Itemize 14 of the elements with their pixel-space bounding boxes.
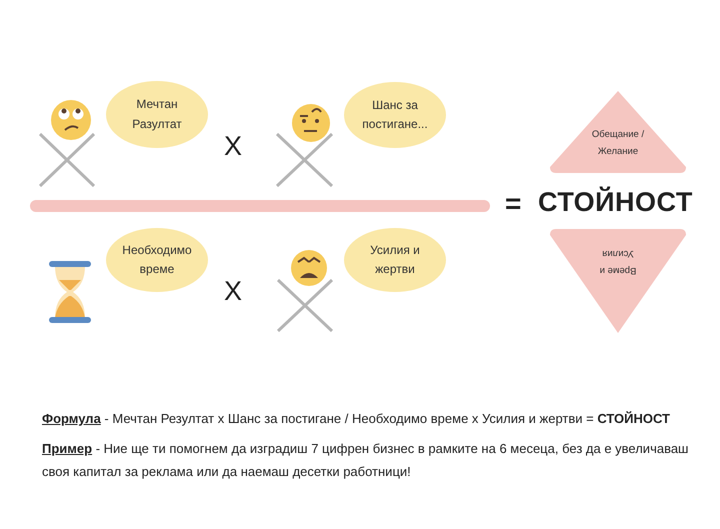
triangle <box>550 91 686 173</box>
formula-text: Формула - Мечтан Резултат х Шанс за постигане / Необходимо време х Усилия и жертви = СТОЙНОСТ <box>42 410 672 428</box>
inverted-triangle <box>550 229 686 333</box>
speech-ellipse: Необходимо време <box>106 228 208 292</box>
triangle-text: Време и Усилия <box>598 247 638 278</box>
equals-sign: = <box>505 188 522 220</box>
speech-ellipse: Шанс за постигане... <box>344 82 446 148</box>
multiply-sign: X <box>224 131 242 162</box>
multiply-sign: X <box>224 276 242 307</box>
speech-ellipse: Усилия и жертви <box>344 228 446 292</box>
triangle-text: Обещание / Желание <box>590 128 646 160</box>
result-heading: СТОЙНОСТ <box>538 187 693 218</box>
example-text: Пример - Ние ще ти помогнем да изградиш 7 цифрен бизнес в рамките на 6 месеца, без да е увеличаваш своя капитал за реклама или да наемаш десетки работници! <box>42 440 690 481</box>
speech-ellipse: Мечтан Разултат <box>106 81 208 148</box>
